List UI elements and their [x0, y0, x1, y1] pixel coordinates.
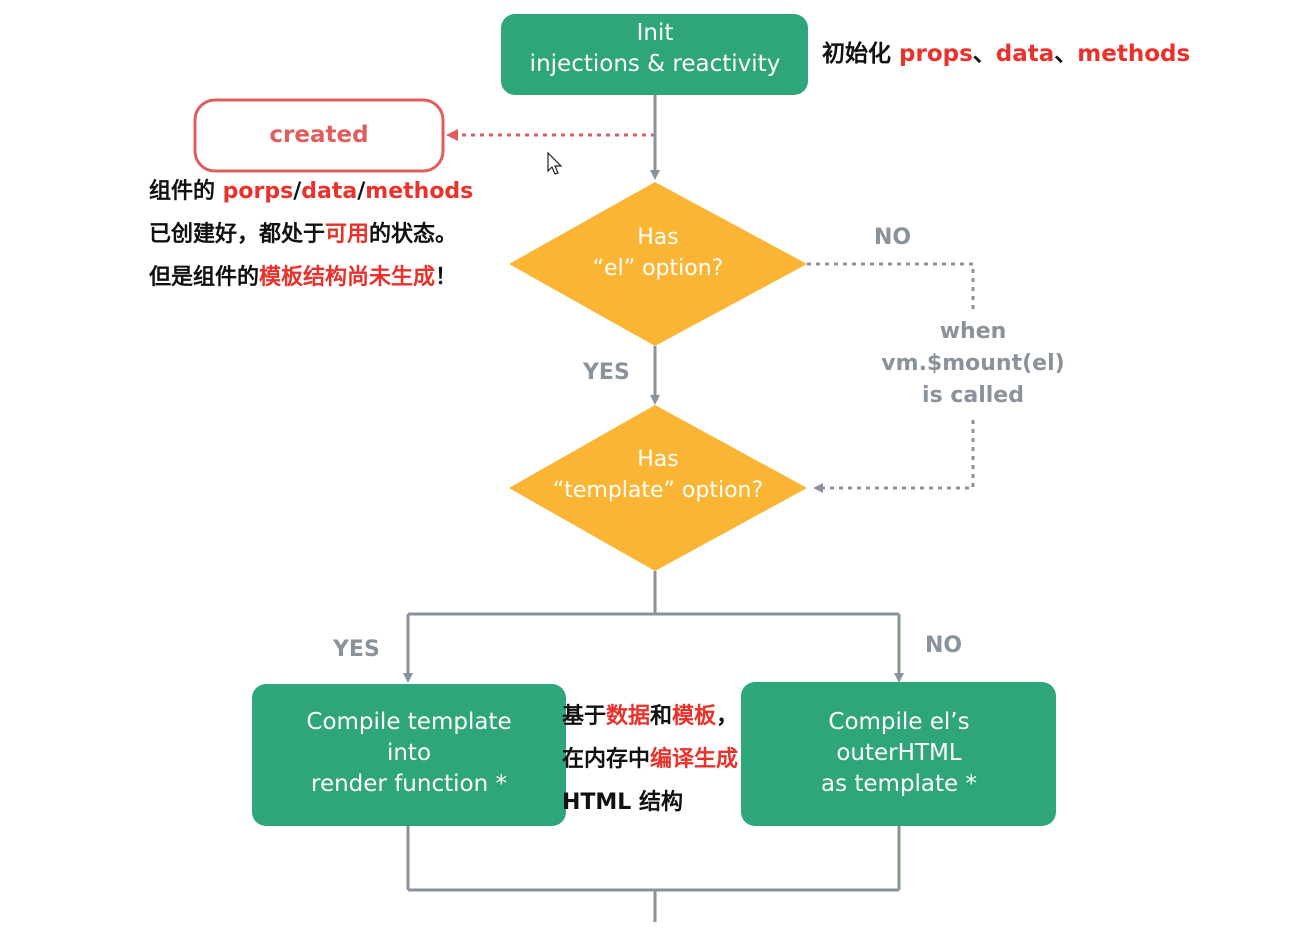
mouse-cursor-icon	[547, 151, 563, 175]
compile-note-mid: 和	[650, 704, 673, 729]
created-box	[193, 98, 445, 173]
when-mount-line-3: is called	[922, 383, 1024, 408]
compile-note-prefix: 基于	[562, 704, 607, 729]
compile-template-line-1: Compile template	[306, 709, 512, 735]
has-template-diamond	[509, 405, 807, 571]
init-line-1: Init	[636, 20, 674, 46]
compile-template-label: Compile template into render function *	[306, 707, 511, 800]
created-note-line-3: 但是组件的模板结构尚未生成！	[149, 256, 473, 299]
created-note-line2-highlight: 可用	[325, 222, 370, 247]
compile-el-line-2: outerHTML	[836, 740, 962, 766]
init-box-label: Init injections & reactivity	[530, 18, 781, 80]
init-line-2: injections & reactivity	[529, 51, 781, 77]
has-template-line-2: “template” option?	[552, 478, 764, 503]
compile-el-label: Compile el’s outerHTML as template *	[821, 707, 977, 800]
edge-has-el-no-dotted	[807, 262, 975, 310]
created-note: 组件的 porps/data/methods 已创建好，都处于可用的状态。 但是…	[149, 170, 473, 299]
created-note-line3-highlight: 模板结构尚未生成	[259, 265, 436, 290]
created-note-line2-suffix: 的状态。	[369, 222, 458, 247]
edge-label-when-mount: when vm.$mount(el) is called	[881, 316, 1064, 412]
compile-note-line-1: 基于数据和模板，	[562, 695, 738, 738]
edge-label-no-template: NO	[925, 633, 963, 658]
compile-note: 基于数据和模板， 在内存中编译生成 HTML 结构	[562, 695, 738, 824]
compile-note-line-3: HTML 结构	[562, 781, 738, 824]
edge-label-no-el: NO	[874, 225, 912, 250]
has-el-diamond	[509, 182, 807, 346]
compile-el-box	[741, 682, 1056, 826]
compile-note-line-2: 在内存中编译生成	[562, 738, 738, 781]
created-note-prefix: 组件的	[149, 179, 223, 204]
compile-note-line2-prefix: 在内存中	[562, 747, 651, 772]
created-label: created	[269, 122, 369, 148]
init-note-methods: methods	[1077, 41, 1191, 67]
created-note-data: data	[301, 179, 358, 204]
has-el-line-1: Has	[637, 225, 679, 250]
compile-template-box	[252, 684, 566, 826]
edge-label-yes-el: YES	[583, 360, 630, 385]
when-mount-line-2: vm.$mount(el)	[881, 351, 1065, 376]
created-note-methods: methods	[365, 179, 474, 204]
has-template-line-1: Has	[637, 447, 679, 472]
init-note-props: props	[899, 41, 973, 67]
compile-el-line-3: as template *	[820, 771, 978, 797]
init-box	[501, 14, 808, 95]
init-note-prefix: 初始化	[822, 41, 900, 67]
compile-note-hl1: 数据	[606, 704, 651, 729]
compile-template-line-3: render function *	[311, 771, 507, 797]
created-note-slash2: /	[357, 179, 366, 204]
has-template-label: Has “template” option?	[553, 444, 763, 506]
init-note: 初始化 props、data、methods	[822, 36, 1190, 72]
edge-mount-dotted	[813, 420, 975, 493]
has-el-label: Has “el” option?	[593, 222, 724, 284]
created-note-line3-prefix: 但是组件的	[149, 265, 260, 290]
compile-template-line-2: into	[386, 740, 432, 766]
init-note-sep1: 、	[972, 41, 996, 67]
compile-el-line-1: Compile el’s	[828, 709, 970, 735]
edge-label-yes-template: YES	[333, 637, 380, 662]
compile-note-hl2: 模板	[672, 704, 717, 729]
created-note-line-2: 已创建好，都处于可用的状态。	[149, 213, 473, 256]
init-note-data: data	[995, 41, 1055, 67]
init-note-sep2: 、	[1054, 41, 1078, 67]
created-note-porps: porps	[222, 179, 294, 204]
created-note-line-1: 组件的 porps/data/methods	[149, 170, 473, 213]
compile-note-suffix: ，	[716, 704, 739, 729]
when-mount-line-1: when	[939, 319, 1007, 344]
compile-note-line2-highlight: 编译生成	[650, 747, 739, 772]
created-note-slash1: /	[293, 179, 302, 204]
created-note-line2-prefix: 已创建好，都处于	[149, 222, 326, 247]
has-el-line-2: “el” option?	[592, 256, 724, 281]
created-note-line3-suffix: ！	[435, 265, 458, 290]
compile-note-line3-text: HTML 结构	[562, 790, 683, 815]
